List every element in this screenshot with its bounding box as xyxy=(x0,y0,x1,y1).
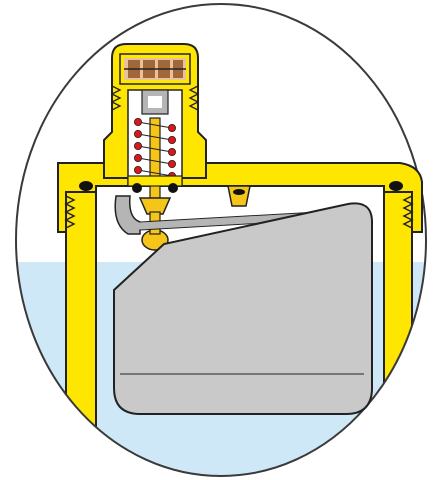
spring-coil xyxy=(137,133,173,141)
float xyxy=(113,202,373,415)
spring-seat xyxy=(127,175,183,187)
spring-coil-section xyxy=(133,153,142,162)
spring-coil-section xyxy=(167,159,176,168)
spring-coil-section xyxy=(133,141,142,150)
valve-spring xyxy=(133,118,176,180)
valve-guide xyxy=(141,89,169,115)
thread-right xyxy=(402,195,414,229)
vent-nozzle-seal xyxy=(233,189,245,195)
tower-thread-left xyxy=(110,85,122,111)
spring-coil xyxy=(137,157,173,165)
spring-coil-section xyxy=(167,124,176,133)
valve-plug xyxy=(138,197,172,215)
valve-guide-slot xyxy=(148,96,162,108)
seal-left xyxy=(79,181,93,191)
o-ring-left xyxy=(132,183,142,193)
spring-coil-section xyxy=(133,165,142,174)
tower-thread-right xyxy=(188,85,200,111)
o-ring-right xyxy=(168,183,178,193)
spring-coil-section xyxy=(133,129,142,138)
spring-coil-section xyxy=(167,135,176,144)
spring-coil xyxy=(137,169,173,177)
viewport-ellipse xyxy=(15,3,427,477)
spring-coil xyxy=(137,145,173,153)
spring-coil-section xyxy=(167,147,176,156)
seal-right xyxy=(389,181,403,191)
spring-coil-section xyxy=(133,118,142,127)
thread-left xyxy=(64,195,76,229)
spring-coil xyxy=(137,121,173,129)
valve-cap xyxy=(119,53,191,85)
